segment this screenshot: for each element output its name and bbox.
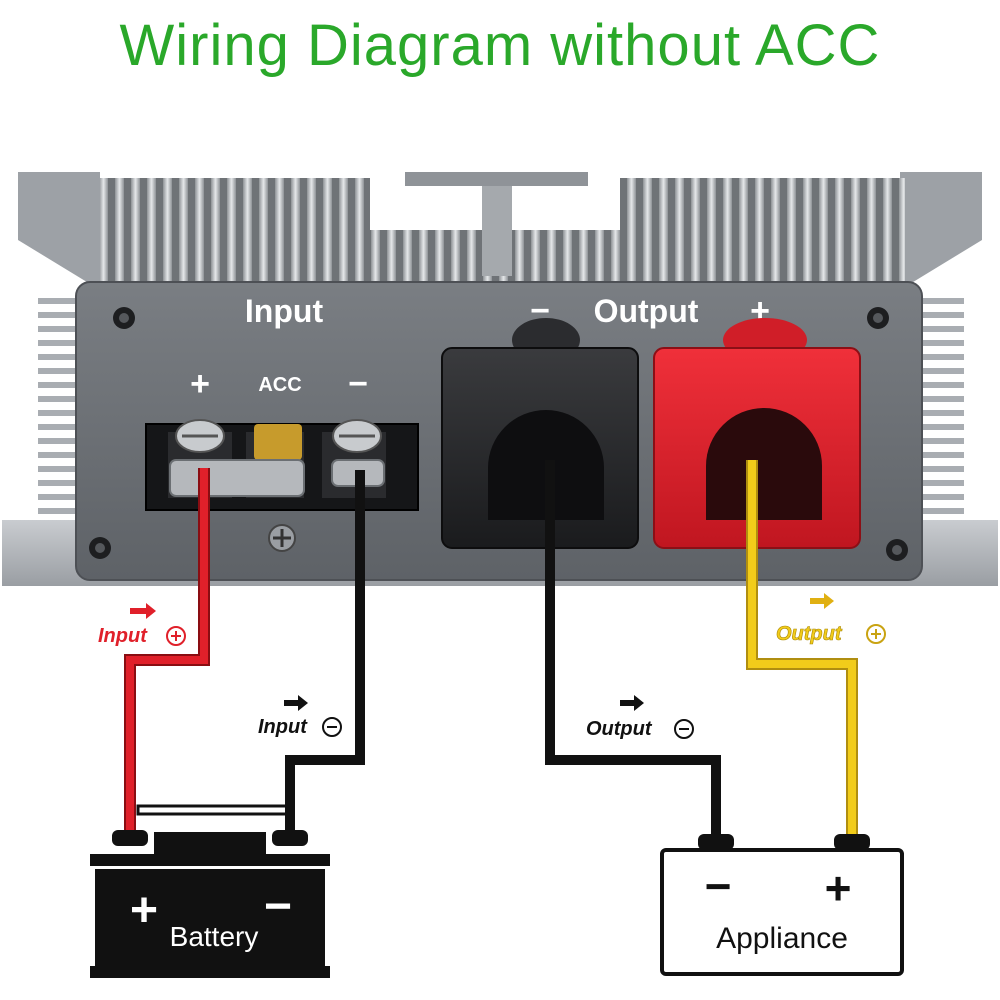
panel-output-label: Output (594, 293, 699, 329)
output-neg-label: Output (586, 695, 694, 740)
panel-screw-bl (89, 537, 111, 559)
appliance-label: Appliance (716, 922, 848, 955)
battery: + − Battery (90, 830, 330, 978)
battery-pos-post (112, 830, 148, 846)
svg-text:Input: Input (98, 625, 148, 647)
arrow-right-icon (620, 695, 644, 711)
input-minus-screw (332, 419, 382, 453)
output-minus-terminal (441, 318, 639, 549)
panel-screw-tl (113, 307, 135, 329)
arrow-right-icon (284, 695, 308, 711)
appliance: − + Appliance (660, 834, 904, 976)
panel-acc-label: ACC (258, 374, 301, 396)
diagram-title: Wiring Diagram without ACC (119, 13, 881, 78)
battery-jumper (136, 804, 294, 816)
heatsink-fins-right (620, 178, 905, 290)
battery-label: Battery (170, 921, 259, 952)
output-plus-terminal (653, 318, 861, 549)
arrow-right-icon (810, 593, 834, 609)
minus-circle-icon (322, 717, 342, 737)
plus-circle-icon (866, 624, 886, 644)
minus-circle-icon (674, 719, 694, 739)
heatsink-t-bar (405, 172, 588, 186)
svg-text:Output: Output (586, 718, 653, 740)
heatsink-fins-left (100, 178, 370, 290)
appliance-plus: + (825, 862, 852, 914)
black-output-wire (545, 460, 721, 838)
output-pos-label: Output (776, 593, 886, 645)
acc-terminal (254, 424, 302, 460)
battery-plus: + (130, 884, 158, 937)
jumper-plate (169, 459, 305, 497)
panel-screw-center (268, 524, 296, 552)
svg-text:Input: Input (258, 716, 308, 738)
panel-screw-br (886, 539, 908, 561)
plus-circle-icon (166, 626, 186, 646)
panel-input-label: Input (245, 293, 324, 329)
panel-input-plus: + (190, 365, 210, 403)
panel-input-minus: − (348, 365, 368, 403)
input-terminal-block (145, 419, 419, 511)
battery-neg-post (272, 830, 308, 846)
svg-text:Output: Output (776, 623, 843, 645)
appliance-neg-post (698, 834, 734, 850)
battery-minus: − (264, 880, 292, 933)
heatsink-right-flange (900, 172, 982, 290)
heatsink-left-flange (18, 172, 100, 290)
input-pos-label: Input (98, 603, 186, 647)
yellow-wire (748, 460, 856, 838)
arrow-right-icon (130, 603, 156, 619)
appliance-pos-post (834, 834, 870, 850)
panel-screw-tr (867, 307, 889, 329)
black-input-wire (285, 470, 365, 838)
input-neg-label: Input (258, 695, 342, 738)
appliance-minus: − (705, 860, 732, 912)
red-wire (126, 468, 208, 838)
heatsink-t-stem (482, 186, 512, 276)
input-plus-screw (175, 419, 225, 453)
